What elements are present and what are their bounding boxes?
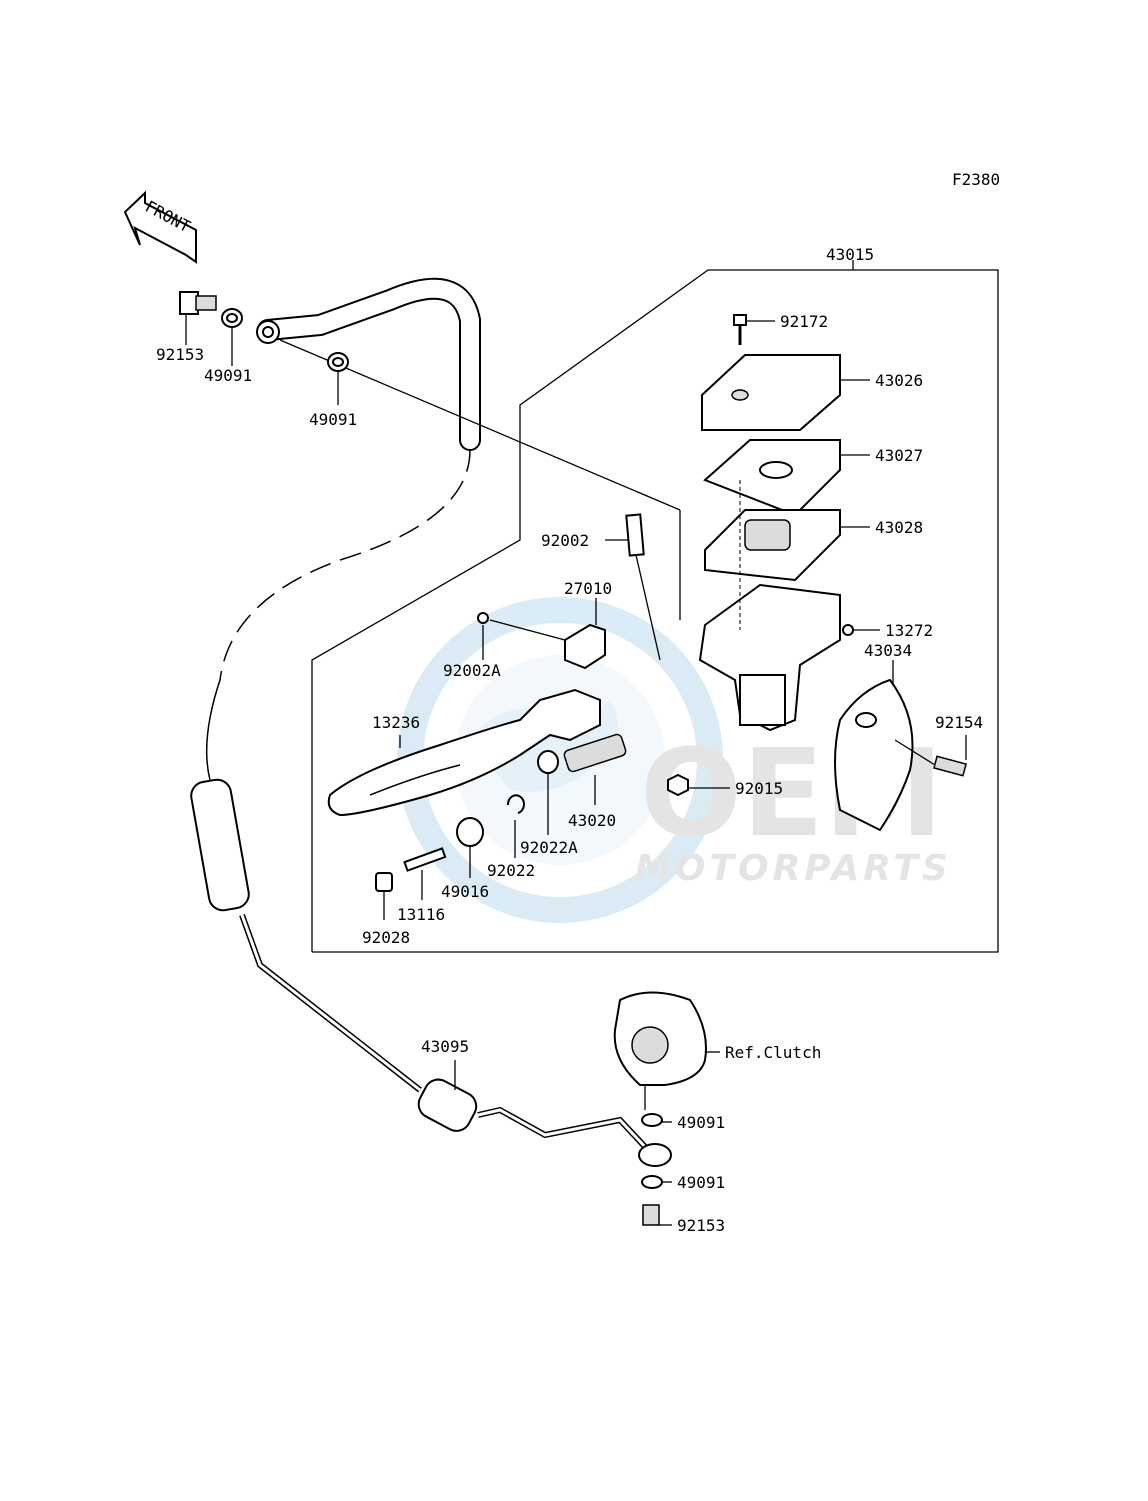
figure-code: F2380	[952, 170, 1000, 189]
rod-cap-icon	[375, 872, 393, 920]
part-number-label: 92154	[935, 713, 983, 732]
pivot-bolt-icon	[625, 513, 661, 661]
part-number-label: 92022A	[520, 838, 578, 857]
watermark-brand-bottom: MOTORPARTS	[635, 848, 952, 889]
part-number-label: 13272	[885, 621, 933, 640]
piston-assembly-icon	[563, 733, 627, 805]
part-number-label: 43034	[864, 641, 912, 660]
reservoir-cap-icon	[701, 354, 841, 431]
part-number-label: 49091	[204, 366, 252, 385]
clutch-switch-icon	[564, 598, 606, 670]
upper-hose	[205, 277, 681, 781]
part-number-label: 43027	[875, 446, 923, 465]
part-number-label: 49091	[309, 410, 357, 429]
circlip-icon	[506, 794, 525, 858]
part-number-label: 92153	[156, 345, 204, 364]
washer-top-b-icon	[327, 352, 349, 405]
diaphragm-icon	[704, 509, 841, 582]
lower-hose	[190, 778, 672, 1167]
part-number-label: 13236	[372, 713, 420, 732]
switch-screw-icon	[842, 624, 854, 636]
part-number-label: 43095	[421, 1037, 469, 1056]
part-number-label: 13116	[397, 905, 445, 924]
lock-nut-icon	[667, 773, 730, 797]
cap-screw-icon	[733, 314, 747, 345]
dust-boot-icon	[456, 817, 484, 878]
part-number-label: 27010	[564, 579, 612, 598]
clamp-bolt-icon	[894, 739, 967, 777]
front-arrow-icon: FRONT	[123, 190, 197, 264]
assembly-box	[311, 260, 999, 953]
part-number-label: 43020	[568, 811, 616, 830]
part-number-label: 92028	[362, 928, 410, 947]
clamp-holder-icon	[834, 678, 914, 832]
diaphragm-plate-icon	[703, 439, 841, 517]
part-number-label: 92153	[677, 1216, 725, 1235]
leader-lines	[454, 320, 967, 1110]
banjo-bolt-bottom-icon	[642, 1204, 672, 1226]
part-number-label: 43026	[875, 371, 923, 390]
part-number-label: 92172	[780, 312, 828, 331]
clutch-release-cylinder-icon	[613, 991, 707, 1086]
part-number-label: 49016	[441, 882, 489, 901]
piston-washer-icon	[537, 750, 559, 835]
part-number-label: 92002A	[443, 661, 501, 680]
part-number-label: 43028	[875, 518, 923, 537]
push-rod-icon	[403, 847, 447, 900]
master-cylinder-body-icon	[698, 583, 841, 732]
part-number-label: 49091	[677, 1173, 725, 1192]
part-number-label: 49091	[677, 1113, 725, 1132]
part-number-label: 92002	[541, 531, 589, 550]
part-number-label: 92022	[487, 861, 535, 880]
washer-top-a-icon	[221, 308, 243, 366]
part-number-label: 92015	[735, 779, 783, 798]
part-number-label: Ref.Clutch	[725, 1043, 821, 1062]
banjo-bolt-top-icon	[179, 291, 217, 345]
part-number-label: 43015	[826, 245, 874, 264]
clutch-lever-icon	[327, 688, 601, 817]
switch-screw-small-icon	[477, 612, 566, 641]
washer-bottom-b-icon	[641, 1175, 672, 1189]
washer-bottom-a-icon	[641, 1113, 672, 1127]
